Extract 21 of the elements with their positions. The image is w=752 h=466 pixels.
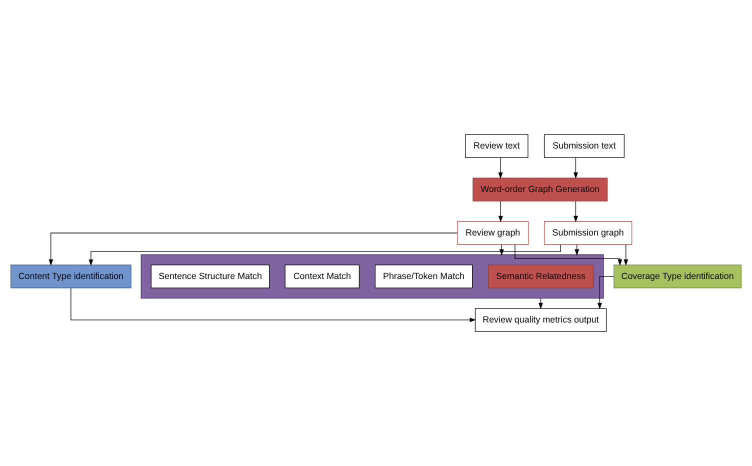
arrow (598, 276, 614, 310)
node-box: Submission graph (544, 221, 632, 245)
arrow (70, 288, 476, 322)
node-box: Context Match (284, 264, 360, 288)
cluster (140, 254, 604, 299)
node-box: Submission text (544, 134, 624, 158)
arrow (574, 200, 578, 222)
arrow (498, 157, 503, 179)
node-box: Sentence Structure Match (150, 264, 270, 288)
node-box: Semantic Relatedness (488, 264, 594, 288)
node-box: Coverage Type identification (614, 264, 742, 288)
node-box: Content Type identification (10, 264, 132, 288)
node-box: Review quality metrics output (474, 308, 607, 332)
node-box: Phrase/Token Match (374, 264, 473, 288)
arrow (624, 244, 628, 266)
arrow (574, 157, 578, 179)
node-box: Review graph (457, 221, 529, 245)
arrow (498, 200, 503, 222)
arrow (48, 232, 458, 266)
node-box: Review text (465, 134, 528, 158)
node-box: Word-order Graph Generation (472, 178, 608, 202)
